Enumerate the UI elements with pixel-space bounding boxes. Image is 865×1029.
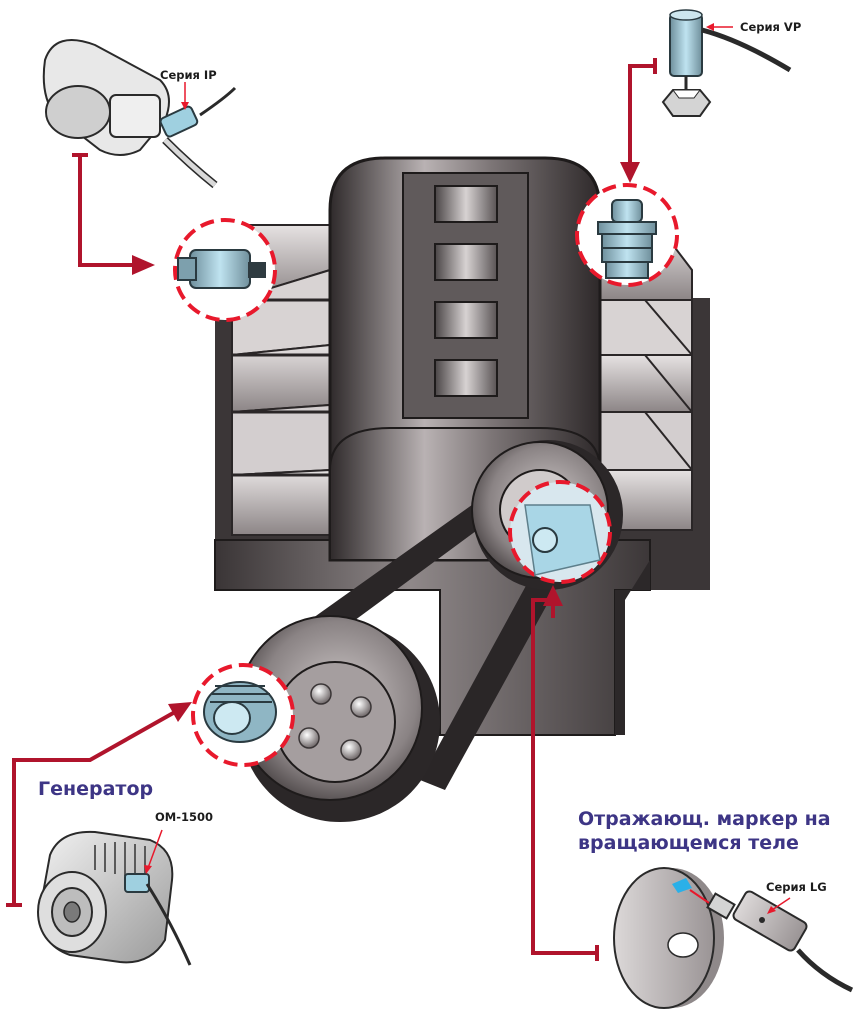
bolt-icon bbox=[298, 727, 320, 749]
lg-sensor-illustration bbox=[613, 867, 854, 1009]
cylinder-slots bbox=[434, 185, 498, 397]
arrow-icon bbox=[543, 585, 563, 606]
arrow-icon bbox=[132, 255, 155, 275]
ip-sensor-illustration bbox=[42, 39, 237, 189]
arrow-icon bbox=[620, 162, 640, 183]
leader-lines bbox=[6, 58, 657, 961]
engine-illustration bbox=[214, 156, 710, 822]
bolt-icon bbox=[340, 739, 362, 761]
label-generator: Генератор bbox=[38, 778, 154, 800]
arrowheads bbox=[132, 162, 640, 722]
leader-line-om bbox=[12, 710, 176, 905]
highlight-circle-ip bbox=[173, 218, 277, 322]
label-reflective-marker-line1: Отражающ. маркер на bbox=[578, 808, 831, 830]
vp-sensor-illustration bbox=[661, 9, 792, 117]
bolt-icon bbox=[310, 683, 332, 705]
crank-pulley bbox=[237, 615, 440, 822]
highlight-circle-lg bbox=[508, 480, 612, 584]
bolt-icon bbox=[350, 696, 372, 718]
leader-line-vp bbox=[628, 64, 655, 165]
label-om-1500: OM-1500 bbox=[155, 810, 213, 824]
generator-illustration bbox=[37, 829, 192, 966]
label-reflective-marker-line2: вращающемся теле bbox=[578, 832, 799, 854]
reflective-marker bbox=[672, 878, 692, 893]
leader-line-lg bbox=[531, 598, 597, 955]
highlight-circle-om bbox=[191, 663, 295, 767]
label-series-ip: Серия IP bbox=[160, 68, 217, 82]
arrow-icon bbox=[168, 702, 192, 722]
label-series-lg: Серия LG bbox=[766, 880, 827, 894]
label-series-vp: Серия VP bbox=[740, 20, 802, 34]
leader-line-ip bbox=[78, 155, 135, 267]
highlight-circle-vp bbox=[575, 183, 679, 287]
